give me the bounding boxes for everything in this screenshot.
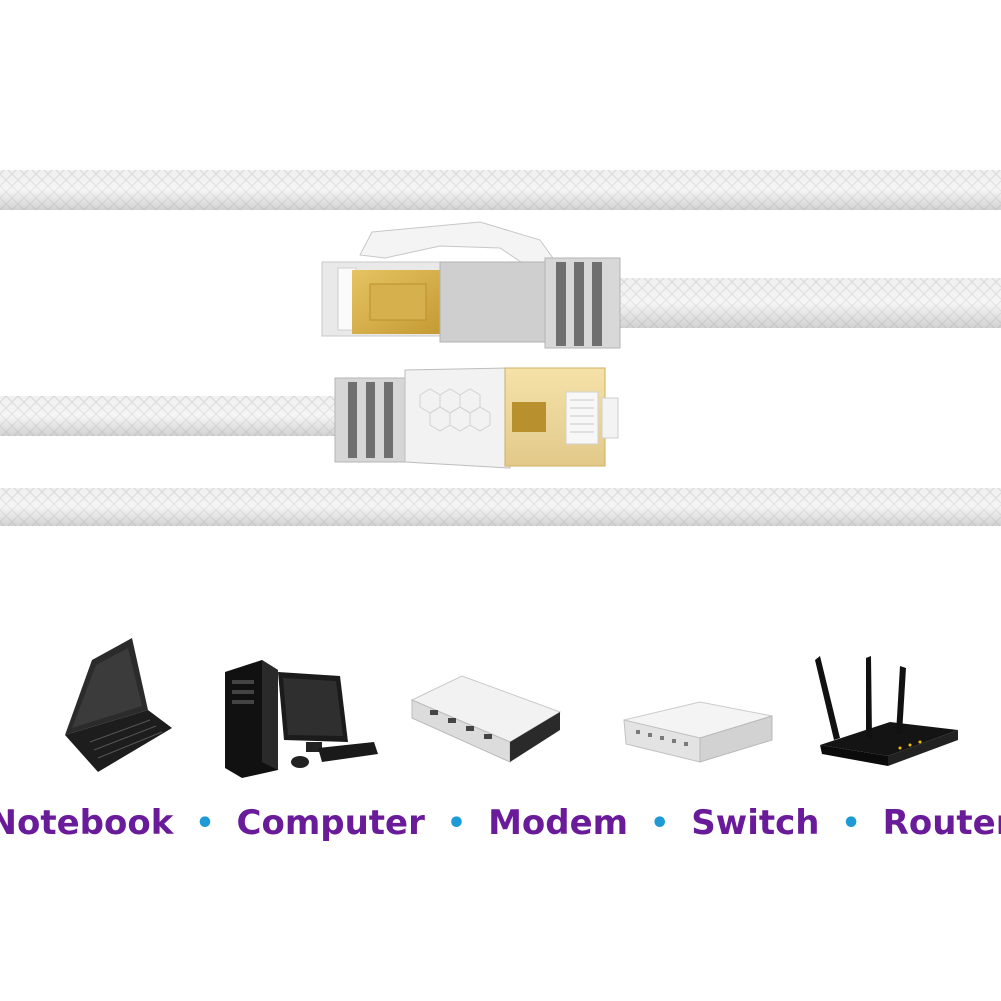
cable-upper-right xyxy=(618,278,1001,328)
cable-bottom xyxy=(0,488,1001,526)
device-labels: Notebook • Computer • Modem • Switch • R… xyxy=(0,796,1001,850)
laptop-icon xyxy=(65,638,172,772)
cable-top xyxy=(0,170,1001,210)
separator-dot: • xyxy=(841,805,861,841)
separator-dot: • xyxy=(195,805,215,841)
label-router: Router xyxy=(882,803,1001,843)
cable-lower-left xyxy=(0,396,345,436)
label-modem: Modem xyxy=(488,803,629,843)
label-computer: Computer xyxy=(236,803,425,843)
rj45-connector-lower xyxy=(334,367,619,469)
modem-icon xyxy=(410,675,562,763)
label-notebook: Notebook xyxy=(0,803,174,843)
separator-dot: • xyxy=(446,805,467,841)
rj45-connector-upper xyxy=(321,221,621,349)
desktop-computer-icon xyxy=(225,660,378,778)
wifi-router-icon xyxy=(815,656,958,766)
separator-dot: • xyxy=(650,805,670,841)
label-switch: Switch xyxy=(691,803,820,843)
network-switch-icon xyxy=(623,701,773,763)
